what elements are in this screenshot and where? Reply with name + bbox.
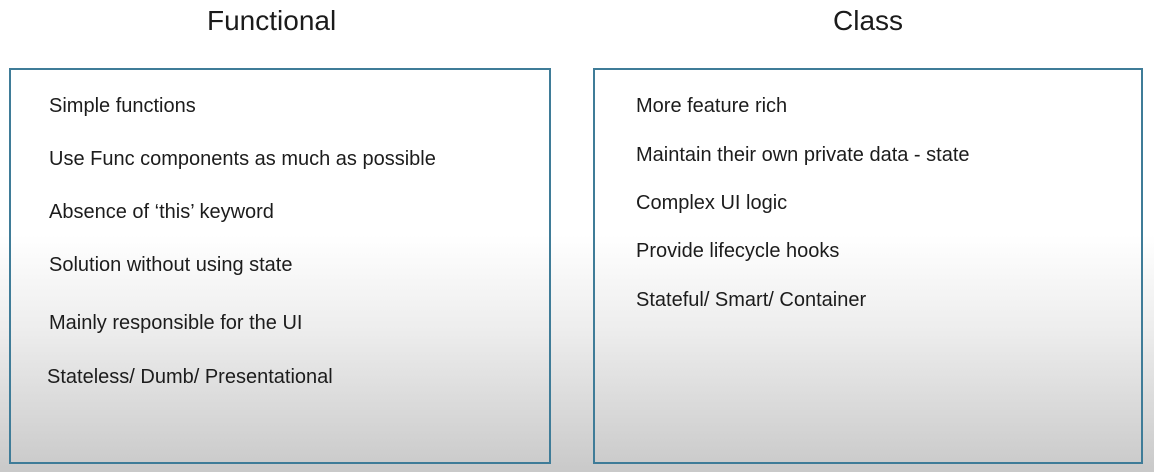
- functional-item: Stateless/ Dumb/ Presentational: [47, 366, 333, 388]
- functional-item: Use Func components as much as possible: [49, 148, 436, 170]
- class-item: Stateful/ Smart/ Container: [636, 289, 867, 311]
- functional-item: Solution without using state: [49, 254, 293, 276]
- class-item: More feature rich: [636, 95, 788, 117]
- functional-panel: [9, 68, 551, 464]
- functional-item: Mainly responsible for the UI: [49, 312, 303, 334]
- functional-item: Simple functions: [49, 95, 196, 117]
- functional-heading: Functional: [207, 5, 337, 36]
- class-item: Maintain their own private data - state: [636, 144, 970, 166]
- class-panel: [593, 68, 1143, 464]
- class-heading: Class: [833, 5, 904, 36]
- class-item: Complex UI logic: [636, 192, 788, 214]
- functional-item: Absence of ‘this’ keyword: [49, 201, 274, 223]
- class-item: Provide lifecycle hooks: [636, 240, 840, 262]
